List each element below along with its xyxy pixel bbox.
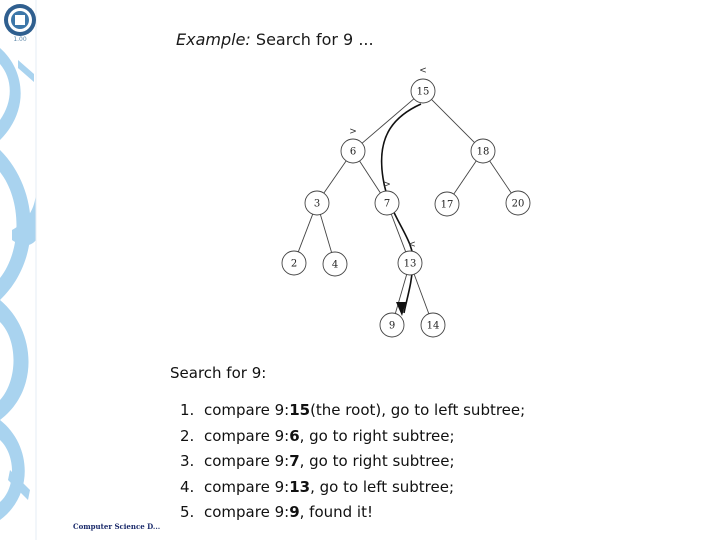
step-text: , go to right subtree;: [299, 426, 455, 445]
tree-node-9: 9: [379, 312, 405, 338]
page-title: Example: Search for 9 ...: [176, 30, 374, 49]
node-circle: [434, 191, 460, 217]
step-value: 15: [289, 401, 311, 419]
node-label: 7: [384, 199, 390, 210]
node-circle: [322, 251, 348, 277]
list-item: 3. compare 9:7, go to right subtree;: [180, 449, 525, 475]
tree-edge: [453, 160, 477, 195]
tree-node-17: 17: [434, 191, 460, 217]
title-example: Example:: [176, 30, 251, 49]
step-number: 5.: [180, 503, 195, 521]
comparison-symbol: <: [419, 66, 427, 76]
binary-search-tree: 15 6 18 3 7 17 20 2 4 13 9 14 < > > <: [281, 66, 531, 338]
step-value: 6: [289, 426, 300, 445]
step-number: 2.: [180, 426, 195, 445]
tree-edge: [323, 160, 347, 194]
comparison-symbol: >: [383, 180, 391, 190]
tree-node-15: 15: [410, 78, 436, 104]
node-label: 15: [417, 87, 430, 98]
step-value: 9: [289, 503, 300, 521]
footer-text: Computer Science D...: [73, 522, 161, 531]
tree-edge: [413, 274, 430, 314]
tree-node-3: 3: [304, 190, 330, 216]
node-circle: [304, 190, 330, 216]
tree-node-20: 20: [505, 190, 531, 216]
step-text: compare 9:: [204, 477, 290, 496]
node-label: 2: [291, 259, 297, 270]
search-steps: 1.compare 9:15(the root), go to left sub…: [180, 398, 525, 526]
step-text: , go to left subtree;: [310, 477, 455, 496]
tree-edge: [394, 274, 408, 314]
list-item: 4. compare 9:13, go to left subtree;: [180, 475, 525, 501]
tree-node-2: 2: [281, 250, 307, 276]
list-item: 5. compare 9:9, found it!: [180, 500, 525, 526]
node-label: 6: [350, 147, 356, 158]
tree-edge: [489, 160, 512, 194]
node-circle: [281, 250, 307, 276]
tree-edge: [297, 214, 314, 252]
node-label: 13: [404, 259, 417, 270]
list-item: 2. compare 9:6, go to right subtree;: [180, 424, 525, 450]
tree-node-4: 4: [322, 251, 348, 277]
logo-caption: 1.00: [13, 36, 27, 43]
step-text: , go to right subtree;: [299, 452, 455, 470]
tree-edge: [431, 99, 475, 143]
node-circle: [340, 138, 366, 164]
tree-node-13: 13: [397, 250, 423, 276]
node-label: 4: [332, 260, 338, 271]
comparison-symbol: <: [408, 240, 416, 250]
step-value: 7: [289, 452, 300, 470]
tree-node-7: 7: [374, 190, 400, 216]
university-seal-icon: [4, 4, 36, 36]
step-number: 1.: [180, 401, 195, 419]
search-path-arrow: [380, 103, 422, 314]
step-text: compare 9:: [204, 503, 290, 521]
step-text: compare 9:: [204, 452, 290, 470]
node-label: 3: [314, 199, 320, 210]
node-label: 14: [427, 321, 440, 332]
step-value: 13: [289, 477, 311, 496]
search-heading: Search for 9:: [170, 364, 267, 382]
tree-edge: [361, 98, 415, 144]
arrowhead-icon: [396, 302, 406, 316]
tree-node-14: 14: [420, 312, 446, 338]
list-item: 1. compare 9:15(the root), go to left sub…: [180, 398, 525, 424]
node-circle: [397, 250, 423, 276]
step-text: , found it!: [299, 503, 373, 521]
node-circle: [410, 78, 436, 104]
tree-edge: [359, 160, 381, 194]
node-circle: [470, 138, 496, 164]
node-label: 17: [441, 200, 454, 211]
step-text: compare 9:: [204, 426, 290, 445]
node-circle: [505, 190, 531, 216]
step-number: 4.: [180, 477, 195, 496]
comparison-symbol: >: [349, 127, 357, 137]
node-label: 18: [477, 147, 490, 158]
node-circle: [379, 312, 405, 338]
step-number: 3.: [180, 452, 195, 470]
node-label: 20: [512, 199, 525, 210]
title-text: Search for 9 ...: [255, 30, 374, 49]
step-text: compare 9:: [204, 401, 290, 419]
node-circle: [420, 312, 446, 338]
tree-edge: [390, 214, 407, 252]
tree-edge: [319, 214, 333, 253]
side-decoration: [0, 0, 60, 540]
node-label: 9: [389, 321, 395, 332]
node-circle: [374, 190, 400, 216]
tree-node-18: 18: [470, 138, 496, 164]
tree-node-6: 6: [340, 138, 366, 164]
step-text: (the root), go to left subtree;: [310, 401, 526, 419]
